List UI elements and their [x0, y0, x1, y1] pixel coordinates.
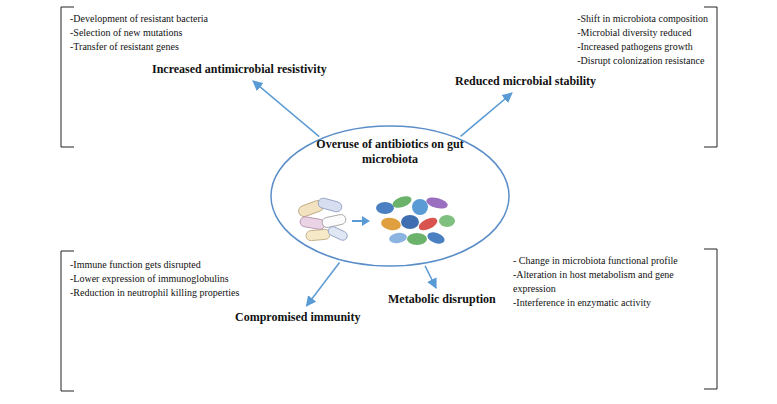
bracket-line	[704, 7, 717, 147]
arrow-connector	[461, 93, 512, 136]
bullet-item: -Disrupt colonization resistance	[577, 54, 708, 68]
bullet-item: -Selection of new mutations	[70, 26, 208, 40]
arrow-connector	[425, 266, 436, 288]
bullet-item: -Reduction in neutrophil killing propert…	[70, 286, 239, 300]
pills	[297, 197, 349, 242]
bullet-item: -Alteration in host metabolism and gene …	[513, 268, 708, 296]
bullet-item: -Lower expression of immunoglobulins	[70, 272, 239, 286]
process-arrow	[352, 216, 370, 226]
bracket-group: Compromised immunity -Immune function get…	[60, 250, 380, 392]
bracket-group: Increased antimicrobial resistivity -Deve…	[60, 6, 390, 148]
bullet-item: -Shift in microbiota composition	[577, 12, 708, 26]
bracket-group: Metabolic disruption - Change in microbio…	[380, 248, 718, 390]
section-heading: Increased antimicrobial resistivity	[152, 62, 327, 77]
bracket-line	[61, 251, 74, 391]
bullet-item: -Transfer of resistant genes	[70, 40, 208, 54]
bacteria	[376, 194, 455, 246]
section-heading: Compromised immunity	[235, 310, 360, 325]
bullet-item: -Microbial diversity reduced	[577, 26, 708, 40]
bullet-list: - Change in microbiota functional profil…	[513, 254, 708, 310]
ellipse-outline	[271, 126, 509, 266]
bullet-item: -Interference in enzymatic activity	[513, 296, 708, 310]
bullet-item: - Change in microbiota functional profil…	[513, 254, 708, 268]
bullet-list: -Immune function gets disrupted-Lower ex…	[70, 258, 239, 300]
arrow-connector	[306, 262, 339, 306]
bullet-list: -Shift in microbiota composition-Microbi…	[577, 12, 708, 68]
bullet-list: -Development of resistant bacteria-Selec…	[70, 12, 208, 54]
arrow-connector	[253, 81, 319, 137]
bullet-item: -Increased pathogens growth	[577, 40, 708, 54]
section-heading: Reduced microbial stability	[455, 74, 596, 89]
bracket-line	[704, 249, 717, 389]
bullet-item: -Immune function gets disrupted	[70, 258, 239, 272]
section-heading: Metabolic disruption	[388, 292, 496, 307]
bullet-item: -Development of resistant bacteria	[70, 12, 208, 26]
central-title: Overuse of antibiotics on gut microbiota	[305, 137, 475, 167]
central-ellipse: Overuse of antibiotics on gut microbiota	[270, 125, 510, 267]
bracket-group: Reduced microbial stability -Shift in mic…	[400, 6, 718, 148]
